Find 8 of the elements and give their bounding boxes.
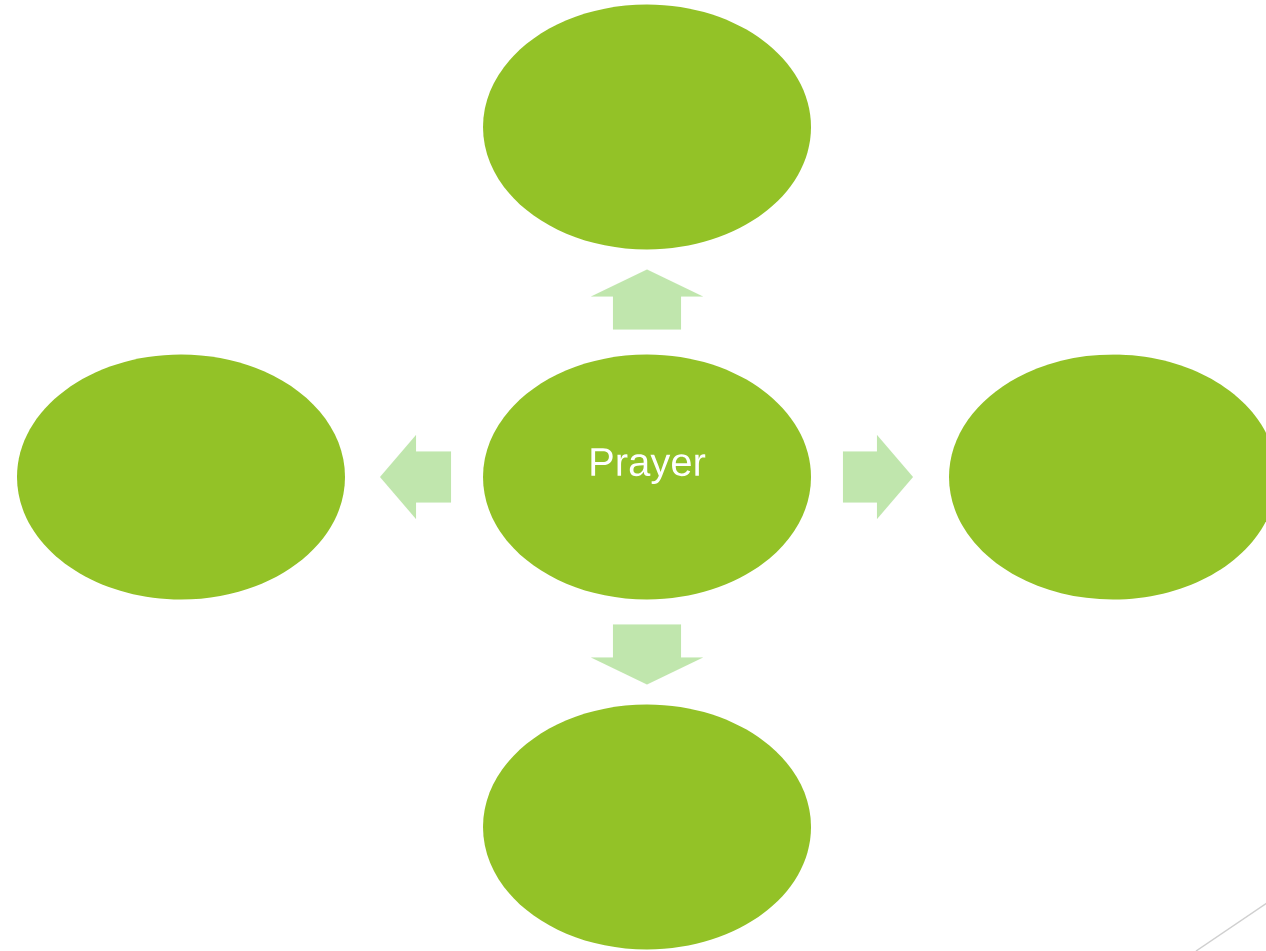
block-arrow <box>842 434 914 520</box>
ellipse-node: Prayer <box>483 354 811 600</box>
ellipse-node <box>483 704 811 950</box>
block-arrow <box>590 624 704 685</box>
block-arrow <box>379 434 452 520</box>
block-arrow <box>590 269 704 330</box>
ellipse-node <box>17 354 345 600</box>
ellipse-node <box>483 4 811 250</box>
